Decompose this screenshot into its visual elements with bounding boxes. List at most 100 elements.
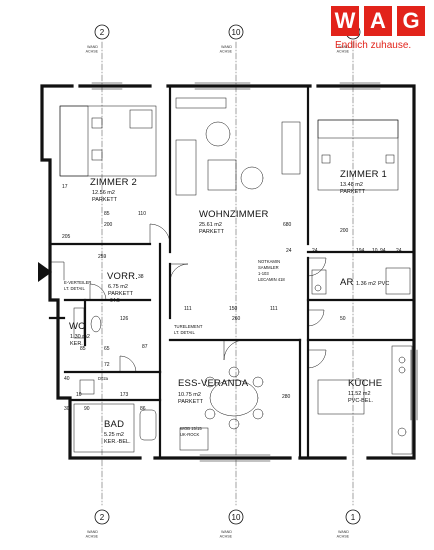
room-wc-label: WC 1.30 m2 KER. [69,321,90,347]
svg-text:PARKETT: PARKETT [108,291,134,297]
svg-text:30: 30 [64,406,70,412]
svg-text:17: 17 [62,184,68,190]
axis-circle [228,509,244,525]
svg-text:PARKETT: PARKETT [199,229,225,235]
svg-text:11.52 m2: 11.52 m2 [348,391,371,397]
svg-text:5.25 m2: 5.25 m2 [104,432,124,438]
svg-text:86: 86 [140,406,146,412]
svg-text:WOHNZIMMER: WOHNZIMMER [199,209,269,220]
axis-number: 10 [232,28,241,37]
axis-number: 2 [100,28,105,37]
svg-text:24: 24 [312,248,318,254]
svg-text:24: 24 [286,248,292,254]
svg-text:280: 280 [282,394,291,400]
axis-tag: ACHSE [337,535,350,539]
svg-text:1.36 m2: 1.36 m2 [356,281,376,287]
note-turelement: TURELEMENT LT. DETAIL [174,324,203,335]
svg-text:1.30 m2: 1.30 m2 [70,334,90,340]
svg-text:12.56 m2: 12.56 m2 [92,190,115,196]
axis-circle [345,509,361,525]
dims-zimmer1: 200 24 194 10 94 24 50 [312,228,402,322]
svg-text:173: 173 [120,392,129,398]
svg-text:6.75 m2: 6.75 m2 [108,284,128,290]
room-bad-label: BAD 5.25 m2 KER.-BEL. [104,419,131,445]
room-ar-label: AR 1.36 m2 PVC [340,277,389,288]
svg-text:260: 260 [232,316,241,322]
room-wohnzimmer-label: WOHNZIMMER 25.61 m2 PARKETT [199,209,269,235]
axis-tag: ACHSE [86,50,99,54]
axis-tag: ACHSE [86,535,99,539]
svg-text:1-103: 1-103 [258,271,269,276]
svg-text:ESS-VERANDA: ESS-VERANDA [178,378,249,389]
axis-circle [228,24,244,40]
svg-text:110: 110 [138,211,146,217]
axis-tag: ACHSE [220,535,233,539]
svg-text:50: 50 [340,316,346,322]
axis-number: 1 [351,513,356,522]
dims-vorr: 259 38 64.5 126 65 85 87 [80,254,148,352]
svg-text:BAD: BAD [104,419,124,430]
logo-letter-g: G [397,6,425,36]
axis-tag: ACHSE [337,50,350,54]
svg-text:KER.-BEL.: KER.-BEL. [104,439,131,445]
svg-text:TURELEMENT: TURELEMENT [174,324,203,329]
svg-text:PARKETT: PARKETT [340,189,366,195]
svg-text:38: 38 [138,274,144,280]
svg-text:WOB 15/15: WOB 15/15 [180,426,202,431]
svg-text:194: 194 [356,248,365,254]
room-kueche-label: KÜCHE 11.52 m2 PVC-BEL. [348,378,382,404]
room-vorr-label: VORR. 6.75 m2 PARKETT [107,271,138,297]
svg-text:KER.: KER. [70,341,83,347]
axis-tag: WAND [221,530,232,534]
dims-wohnzimmer: 680 111 150 111 260 24 [184,222,292,322]
logo-tagline: Endlich zuhause. [335,40,412,51]
dims-zimmer2: 17 85 110 200 205 [62,184,146,240]
svg-text:85: 85 [80,346,86,352]
dims-ess-bad: 280 10 173 86 90 30 40 72 [64,362,291,412]
svg-text:ZIMMER 1: ZIMMER 1 [340,169,387,180]
svg-text:111: 111 [270,306,278,312]
logo-letter-w: W [331,6,359,36]
svg-text:126: 126 [120,316,129,322]
room-essveranda-label: ESS-VERANDA 10.75 m2 PARKETT [178,378,249,405]
svg-text:65: 65 [104,346,110,352]
svg-text:72: 72 [104,362,110,368]
axis-tag: WAND [338,530,349,534]
svg-text:PARKETT: PARKETT [92,197,118,203]
svg-text:150: 150 [229,306,238,312]
svg-text:64.5: 64.5 [110,298,120,304]
svg-text:10.75 m2: 10.75 m2 [178,392,201,398]
axis-tag: WAND [338,45,349,49]
svg-text:WC: WC [69,321,85,332]
svg-text:205: 205 [62,234,71,240]
svg-text:200: 200 [340,228,349,234]
note-notkamin: NOTKAMIN SAMMLER 1-103 LECAMIN 418 [258,259,285,282]
axis-tag: WAND [87,45,98,49]
axis-tag: WAND [87,530,98,534]
axis-circle [94,509,110,525]
svg-text:LT. DETAIL: LT. DETAIL [64,286,85,291]
svg-text:NOTKAMIN: NOTKAMIN [258,259,280,264]
svg-text:259: 259 [98,254,107,260]
svg-text:25.61 m2: 25.61 m2 [199,222,222,228]
svg-text:680: 680 [283,222,292,228]
svg-text:94: 94 [380,248,386,254]
svg-text:87: 87 [142,344,148,350]
logo-letter-a: A [364,6,392,36]
svg-text:13.48 m2: 13.48 m2 [340,182,363,188]
svg-text:111: 111 [184,306,192,312]
svg-text:85: 85 [104,211,110,217]
svg-text:LECAMIN 418: LECAMIN 418 [258,277,285,282]
axis-tag: ACHSE [220,50,233,54]
note-verteiler: E-VERTEILER LT. DETAIL [64,280,91,291]
room-zimmer2-label: ZIMMER 2 12.56 m2 PARKETT [90,177,137,203]
svg-text:10: 10 [76,392,82,398]
svg-text:90: 90 [84,406,90,412]
svg-text:PVC-BEL.: PVC-BEL. [348,398,374,404]
axis-number: 2 [100,513,105,522]
